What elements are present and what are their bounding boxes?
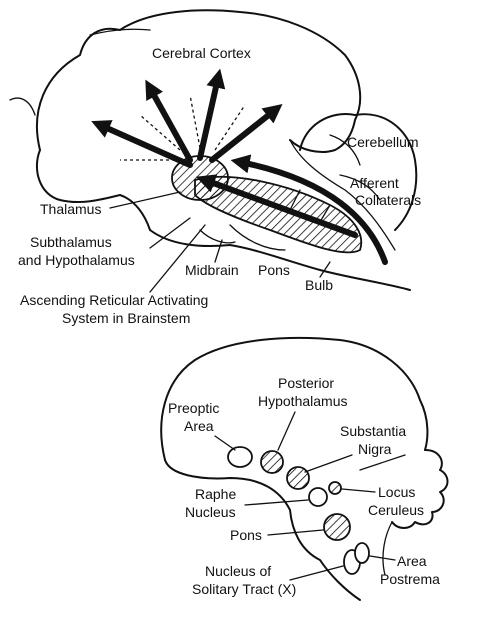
diffuse-projection-2 <box>139 114 181 151</box>
raphe-nucleus <box>308 487 328 507</box>
label-bulb: Bulb <box>305 277 333 293</box>
locus-ceruleus-nucleus <box>328 481 342 495</box>
label-pons-top: Pons <box>258 262 290 278</box>
afferent-collaterals-arrow <box>230 154 388 265</box>
label-nigra: Nigra <box>358 441 392 457</box>
label-and-hypothalamus: and Hypothalamus <box>18 252 135 268</box>
label-preoptic-area: Area <box>184 418 214 434</box>
leader-pons <box>267 529 324 536</box>
label-nucleus-of: Nucleus of <box>205 563 271 579</box>
sagittal-brain-diagram: Cerebral Cortex Cerebellum Afferent Coll… <box>9 9 421 326</box>
olfactory-outline <box>9 97 36 116</box>
collateral-branch-1 <box>289 189 301 211</box>
label-pons-bottom: Pons <box>230 527 262 543</box>
label-raphe-nucleus: Nucleus <box>185 504 236 520</box>
label-cerebellum: Cerebellum <box>347 134 419 150</box>
ascending-arrow <box>195 174 358 238</box>
leader-area-postrema <box>369 555 396 561</box>
diffuse-projection-3 <box>189 94 201 149</box>
leader-subthalamus <box>149 217 191 249</box>
leader-solitary-tract <box>289 565 344 581</box>
brain-outline-bottom <box>160 336 429 461</box>
label-thalamus: Thalamus <box>40 201 101 217</box>
label-preoptic: Preoptic <box>168 400 219 416</box>
leader-thalamus <box>109 191 181 209</box>
label-posterior: Posterior <box>278 375 334 391</box>
cerebral-cortex-outline <box>35 9 362 153</box>
arrow-to-cortex-2 <box>145 79 193 163</box>
leader-midbrain <box>214 239 223 263</box>
label-cerebral-cortex: Cerebral Cortex <box>152 45 251 61</box>
stem-divider <box>359 454 406 471</box>
label-raphe: Raphe <box>195 486 236 502</box>
label-aras-2: System in Brainstem <box>62 310 190 326</box>
cerebellum-fold-1 <box>329 134 361 166</box>
frontal-base-outline <box>35 149 151 231</box>
label-area: Area <box>397 553 427 569</box>
leader-aras <box>149 224 206 293</box>
leader-preoptic <box>214 435 236 451</box>
brainstem-outline <box>149 229 411 291</box>
arrow-to-cortex-4 <box>209 104 283 163</box>
leader-substantia-nigra <box>304 454 353 473</box>
midbrain-bulge <box>199 229 236 244</box>
leader-raphe <box>244 499 309 506</box>
label-solitary-tract: Solitary Tract (X) <box>192 581 296 597</box>
pons-nucleus <box>323 513 351 541</box>
reticular-formation-hatched <box>194 175 363 254</box>
label-substantia: Substantia <box>340 423 406 439</box>
leader-posterior-hypothalamus <box>277 411 296 451</box>
cerebellum-fold-2 <box>339 174 381 201</box>
sleep-nuclei-diagram: Posterior Hypothalamus Preoptic Area Sub… <box>160 336 449 601</box>
leader-bulb <box>319 261 331 278</box>
pons-bulge <box>229 224 286 251</box>
label-ceruleus: Ceruleus <box>368 502 424 518</box>
label-locus: Locus <box>378 484 415 500</box>
posterior-hypothalamus-nucleus <box>260 450 284 474</box>
substantia-nigra-nucleus <box>286 466 310 490</box>
label-subthalamus: Subthalamus <box>30 234 112 250</box>
label-hypothalamus: Hypothalamus <box>258 393 348 409</box>
collateral-branch-2 <box>319 204 331 223</box>
arrow-to-cortex-3 <box>197 68 226 161</box>
cerebellum-scallop <box>391 449 449 529</box>
label-midbrain: Midbrain <box>185 262 239 278</box>
leader-locus-ceruleus <box>341 488 376 493</box>
cerebellum-outline <box>299 113 418 231</box>
label-aras-1: Ascending Reticular Activating <box>20 292 208 308</box>
stem-back-outline <box>382 521 393 576</box>
brainstem-upper-outline <box>289 139 396 251</box>
label-afferent: Afferent <box>350 175 399 191</box>
label-collaterals: Collaterals <box>355 192 421 208</box>
label-postrema: Postrema <box>380 571 440 587</box>
arrow-to-cortex-1 <box>91 120 193 168</box>
preoptic-area-nucleus <box>227 446 253 468</box>
cortex-sulcus <box>89 28 151 36</box>
area-postrema-nucleus <box>354 542 370 564</box>
